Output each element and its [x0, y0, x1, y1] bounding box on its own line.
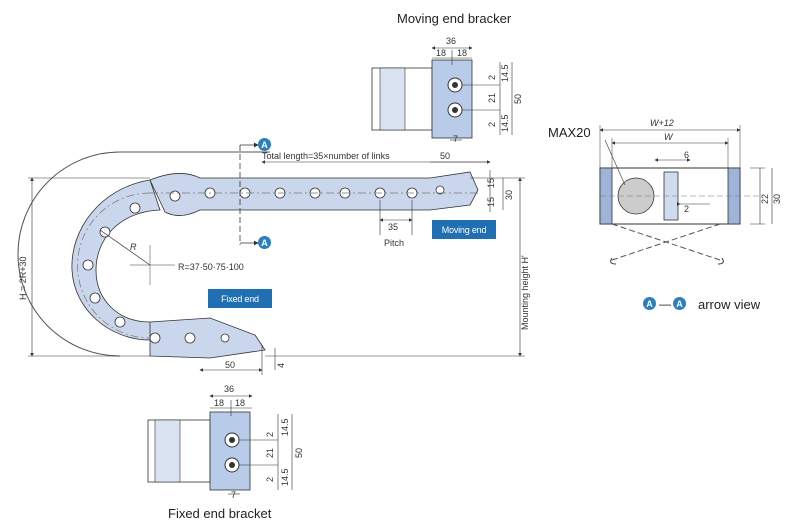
- main-dim-50: 50: [440, 151, 450, 161]
- sv-dim-2: 2: [684, 204, 689, 214]
- fb-dim-2a: 2: [265, 432, 275, 437]
- fixed-end-badge: Fixed end: [208, 289, 272, 308]
- fb-dim-18a: 18: [214, 398, 224, 408]
- main-dim-30: 30: [504, 190, 514, 200]
- cable-chain-side-view: [17, 142, 525, 375]
- arrow-view-marker-b: A: [673, 297, 686, 310]
- arrow-view-dash: —: [659, 297, 671, 311]
- radius-values: R=37·50·75·100: [178, 262, 244, 272]
- arrow-view-label: arrow view: [698, 297, 761, 312]
- fb-dim-145b: 14.5: [280, 468, 290, 486]
- sv-dim-6: 6: [684, 150, 689, 160]
- sv-max20: MAX20: [548, 125, 591, 140]
- mb-dim-2b: 2: [487, 122, 497, 127]
- height-label: H = 2R+30: [18, 256, 28, 300]
- sv-dim-w: W: [664, 132, 674, 142]
- moving-end-bracket-view: [371, 46, 513, 141]
- section-a-a-view: [599, 125, 773, 265]
- fb-dim-50: 50: [294, 448, 304, 458]
- sv-dim-w12: W+12: [650, 118, 674, 128]
- fixed-end-bracket-view: [147, 394, 293, 495]
- sv-dim-30: 30: [772, 194, 782, 204]
- mb-dim-21: 21: [487, 93, 497, 103]
- bottom-dim-4: 4: [276, 363, 286, 368]
- pitch-dim-35: 35: [388, 222, 398, 232]
- mb-dim-50: 50: [513, 94, 523, 104]
- main-dim-15a: 15: [486, 178, 496, 188]
- arrow-view-marker-a: A: [643, 297, 656, 310]
- mb-dim-7: 7: [453, 134, 458, 144]
- pitch-label: Pitch: [384, 238, 404, 248]
- moving-end-bracket-title: Moving end bracker: [397, 11, 512, 26]
- fb-dim-7: 7: [231, 490, 236, 500]
- fb-dim-145a: 14.5: [280, 418, 290, 436]
- section-marker-top: A: [258, 138, 271, 151]
- bottom-dim-50: 50: [225, 360, 235, 370]
- fb-dim-21: 21: [265, 448, 275, 458]
- mb-dim-145a: 14.5: [500, 64, 510, 82]
- section-marker-bottom: A: [258, 236, 271, 249]
- main-dim-15b: 15: [486, 197, 496, 207]
- mb-dim-18b: 18: [457, 48, 467, 58]
- mb-dim-18a: 18: [436, 48, 446, 58]
- moving-end-badge: Moving end: [432, 220, 496, 239]
- fb-dim-18b: 18: [235, 398, 245, 408]
- mb-dim-36: 36: [446, 36, 456, 46]
- sv-dim-22: 22: [760, 194, 770, 204]
- mb-dim-2a: 2: [487, 75, 497, 80]
- mb-dim-145b: 14.5: [500, 114, 510, 132]
- fb-dim-2b: 2: [265, 477, 275, 482]
- fb-dim-36: 36: [224, 384, 234, 394]
- fixed-end-bracket-title: Fixed end bracket: [168, 506, 272, 521]
- mounting-height-label: Mounting height H': [520, 255, 530, 330]
- total-length-label: Total length=35×number of links: [262, 151, 390, 161]
- radius-label: R: [130, 242, 137, 252]
